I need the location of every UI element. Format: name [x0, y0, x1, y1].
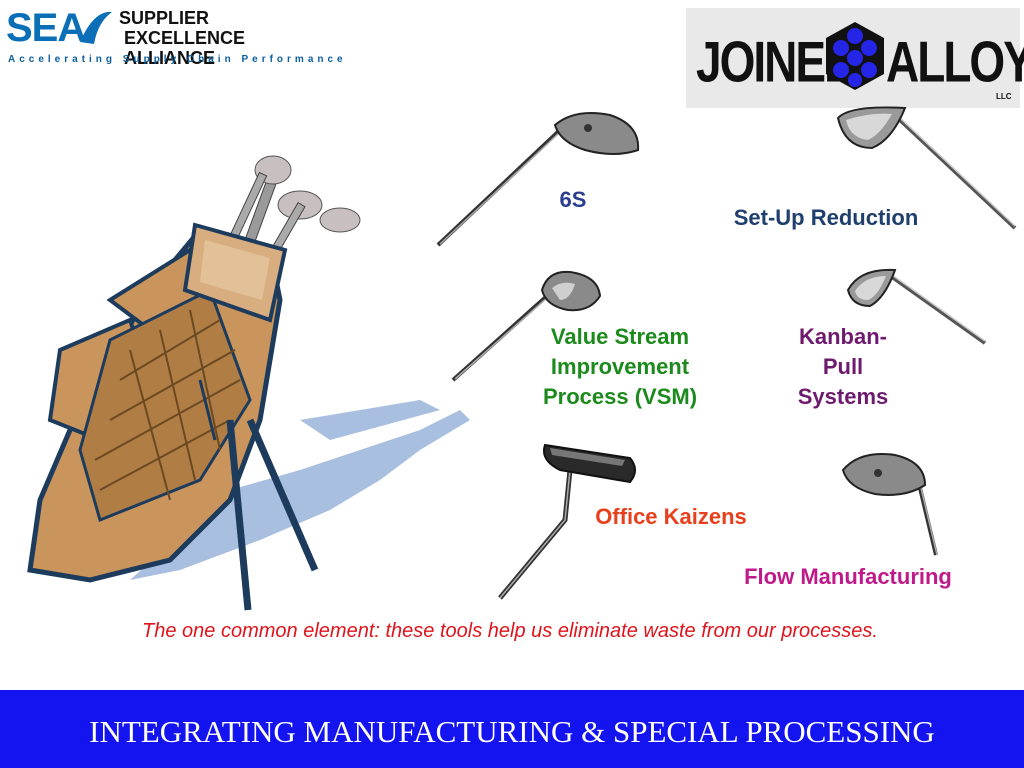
joined-alloys-llc: LLC [996, 92, 1012, 101]
label-kanban: Kanban- Pull Systems [780, 322, 906, 412]
joined-alloys-logo: JOINED ALLOYS LLC [686, 8, 1024, 108]
illustration-layer [27, 106, 1017, 611]
footer-banner [0, 690, 1024, 768]
hexagon-cluster-icon [826, 22, 884, 90]
iron-club-icon [836, 106, 1017, 230]
golf-bag-icon [27, 155, 470, 611]
label-vsm-line2: Improvement [550, 354, 690, 379]
label-vsm-line3: Process (VSM) [542, 384, 698, 409]
label-vsm-line1: Value Stream [550, 324, 690, 349]
hybrid-club-icon [451, 270, 602, 382]
sea-tagline: Accelerating Supply Chain Performance [8, 54, 347, 65]
sea-logo: SEA SUPPLIER EXCELLENCE ALLIANCE Acceler… [6, 4, 343, 70]
driver-club-icon [436, 112, 640, 247]
footer-title: INTEGRATING MANUFACTURING & SPECIAL PROC… [89, 714, 935, 749]
sea-wave-icon [80, 11, 112, 44]
joined-alloys-right: ALLOYS [886, 29, 1024, 94]
statement-text: The one common element: these tools help… [142, 620, 878, 642]
label-kanban-line1: Kanban- [799, 324, 887, 349]
sea-logo-line2: EXCELLENCE ALLIANCE [124, 28, 246, 68]
sea-logo-line1: SUPPLIER [119, 8, 210, 28]
label-6s: 6S [559, 187, 587, 212]
fairway-wood-icon [841, 453, 938, 556]
label-kanban-line3: Systems [797, 384, 889, 409]
label-flow-manufacturing: Flow Manufacturing [744, 564, 952, 589]
iron-club-icon [846, 268, 987, 345]
label-office-kaizens: Office Kaizens [595, 504, 747, 529]
label-setup-reduction: Set-Up Reduction [733, 205, 919, 230]
label-kanban-line2: Pull [822, 354, 864, 379]
putter-icon [498, 443, 636, 600]
sea-logo-mark: SEA [6, 6, 86, 50]
label-vsm: Value Stream Improvement Process (VSM) [522, 322, 718, 412]
